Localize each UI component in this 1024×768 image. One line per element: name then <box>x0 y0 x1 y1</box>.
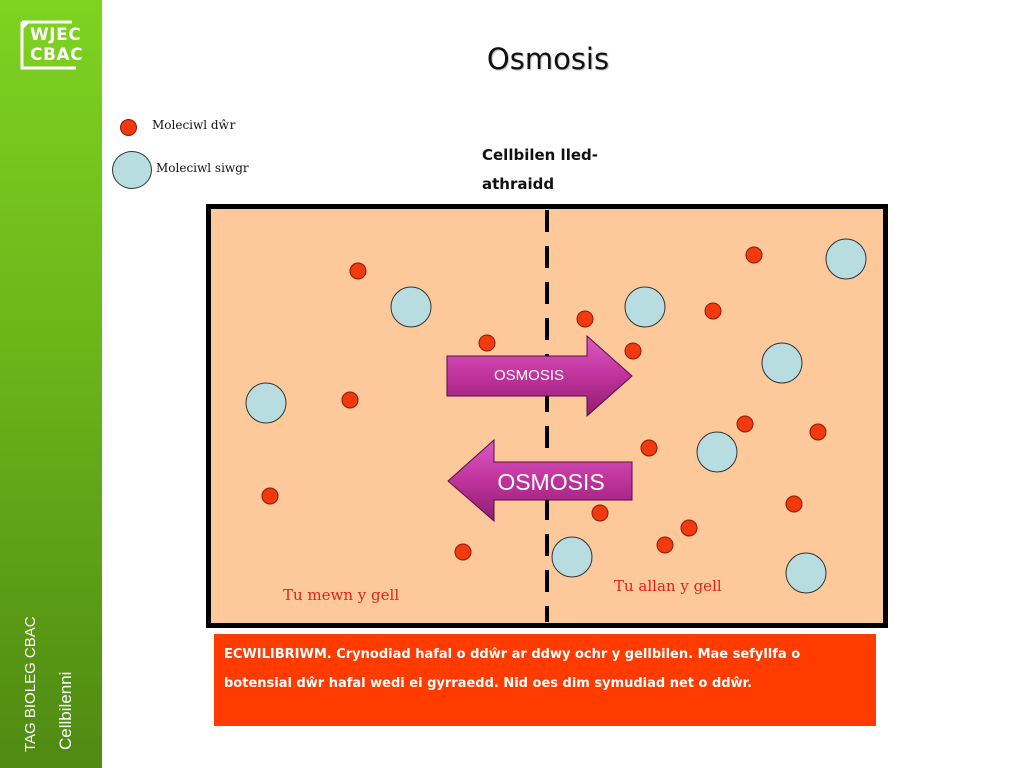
inside-cell-label: Tu mewn y gell <box>283 586 400 604</box>
water-molecule <box>261 487 279 505</box>
water-molecule <box>704 302 722 320</box>
water-molecule <box>680 519 698 537</box>
osmosis-container <box>206 204 888 628</box>
water-molecule <box>809 423 827 441</box>
water-molecule <box>656 536 674 554</box>
osmosis-left-label: OSMOSIS <box>497 469 604 495</box>
legend-water-icon <box>120 119 137 136</box>
membrane-label-line1: Cellbilen lled- <box>482 146 598 164</box>
sugar-molecule <box>245 382 287 424</box>
water-molecule <box>454 543 472 561</box>
sugar-molecule <box>825 238 867 280</box>
logo-text-wjec: WJEC <box>30 25 82 45</box>
slide-title: Osmosis <box>486 42 610 76</box>
sugar-molecule <box>761 342 803 384</box>
water-molecule <box>745 246 763 264</box>
osmosis-right-arrow <box>446 334 633 418</box>
osmosis-right-label: OSMOSIS <box>494 367 564 384</box>
water-molecule <box>478 334 496 352</box>
water-molecule <box>576 310 594 328</box>
sugar-molecule <box>624 286 666 328</box>
sugar-molecule <box>390 286 432 328</box>
logo-frame-icon <box>20 20 76 70</box>
water-molecule <box>736 415 754 433</box>
info-line-2: botensial dŵr hafal wedi ei gyrraedd. Ni… <box>224 676 753 691</box>
sugar-molecule <box>551 536 593 578</box>
legend-sugar-icon <box>112 151 152 189</box>
membrane-label: Cellbilen lled- athraidd <box>482 141 632 199</box>
outside-cell-label: Tu allan y gell <box>614 577 722 595</box>
sugar-molecule <box>696 431 738 473</box>
water-molecule <box>349 262 367 280</box>
water-molecule <box>640 439 658 457</box>
water-molecule <box>624 342 642 360</box>
logo-text-cbac: CBAC <box>30 45 84 65</box>
legend-water-label: Moleciwl dŵr <box>152 118 236 132</box>
osmosis-left-arrow <box>447 438 633 523</box>
water-molecule <box>591 504 609 522</box>
water-molecule <box>341 391 359 409</box>
info-line-1: ECWILIBRIWM. Crynodiad hafal o ddŵr ar d… <box>224 647 801 662</box>
equilibrium-info-box: ECWILIBRIWM. Crynodiad hafal o ddŵr ar d… <box>214 634 876 726</box>
membrane-label-line2: athraidd <box>482 175 555 193</box>
sugar-molecule <box>785 552 827 594</box>
water-molecule <box>785 495 803 513</box>
sidebar: WJEC CBAC TAG BIOLEG CBAC Cellbilenni <box>0 0 102 768</box>
wjec-cbac-logo: WJEC CBAC <box>16 16 86 72</box>
legend-sugar-label: Moleciwl siwgr <box>156 161 249 175</box>
